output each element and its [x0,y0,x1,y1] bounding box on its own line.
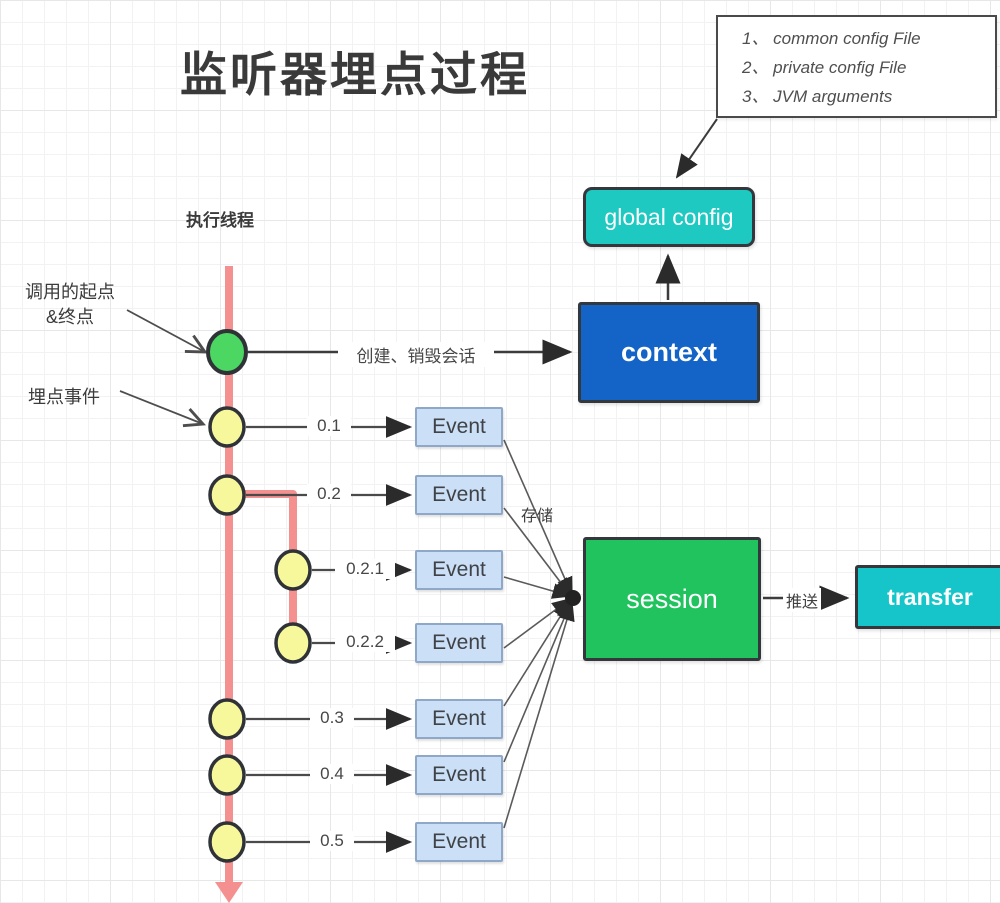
connector-event-0.5-to-session [503,601,575,829]
connector-event-0.2.1-to-session [503,576,572,599]
event-node-circle-0.1 [208,406,246,448]
event-node-circle-0.2 [208,474,246,516]
annotation-arrow-track-event [119,390,206,428]
annotation-arrow-call-start [126,309,208,354]
timeline-end-arrow [215,882,243,903]
event-node-circle-0.2.1 [274,549,312,591]
connector-event-0.4-to-session [503,600,572,763]
connector-note-to-global-config [675,118,718,179]
event-node-circle-0.2.2 [274,622,312,664]
event-node-circle-0.3 [208,698,246,740]
connector-event-0.1-to-session [503,439,573,597]
connector-event-0.3-to-session [503,599,571,707]
start-end-node-circle [206,329,248,375]
event-node-circle-0.4 [208,754,246,796]
connector-event-0.2-to-session [503,507,572,598]
session-converge-point [565,590,581,606]
event-node-circle-0.5 [208,821,246,863]
